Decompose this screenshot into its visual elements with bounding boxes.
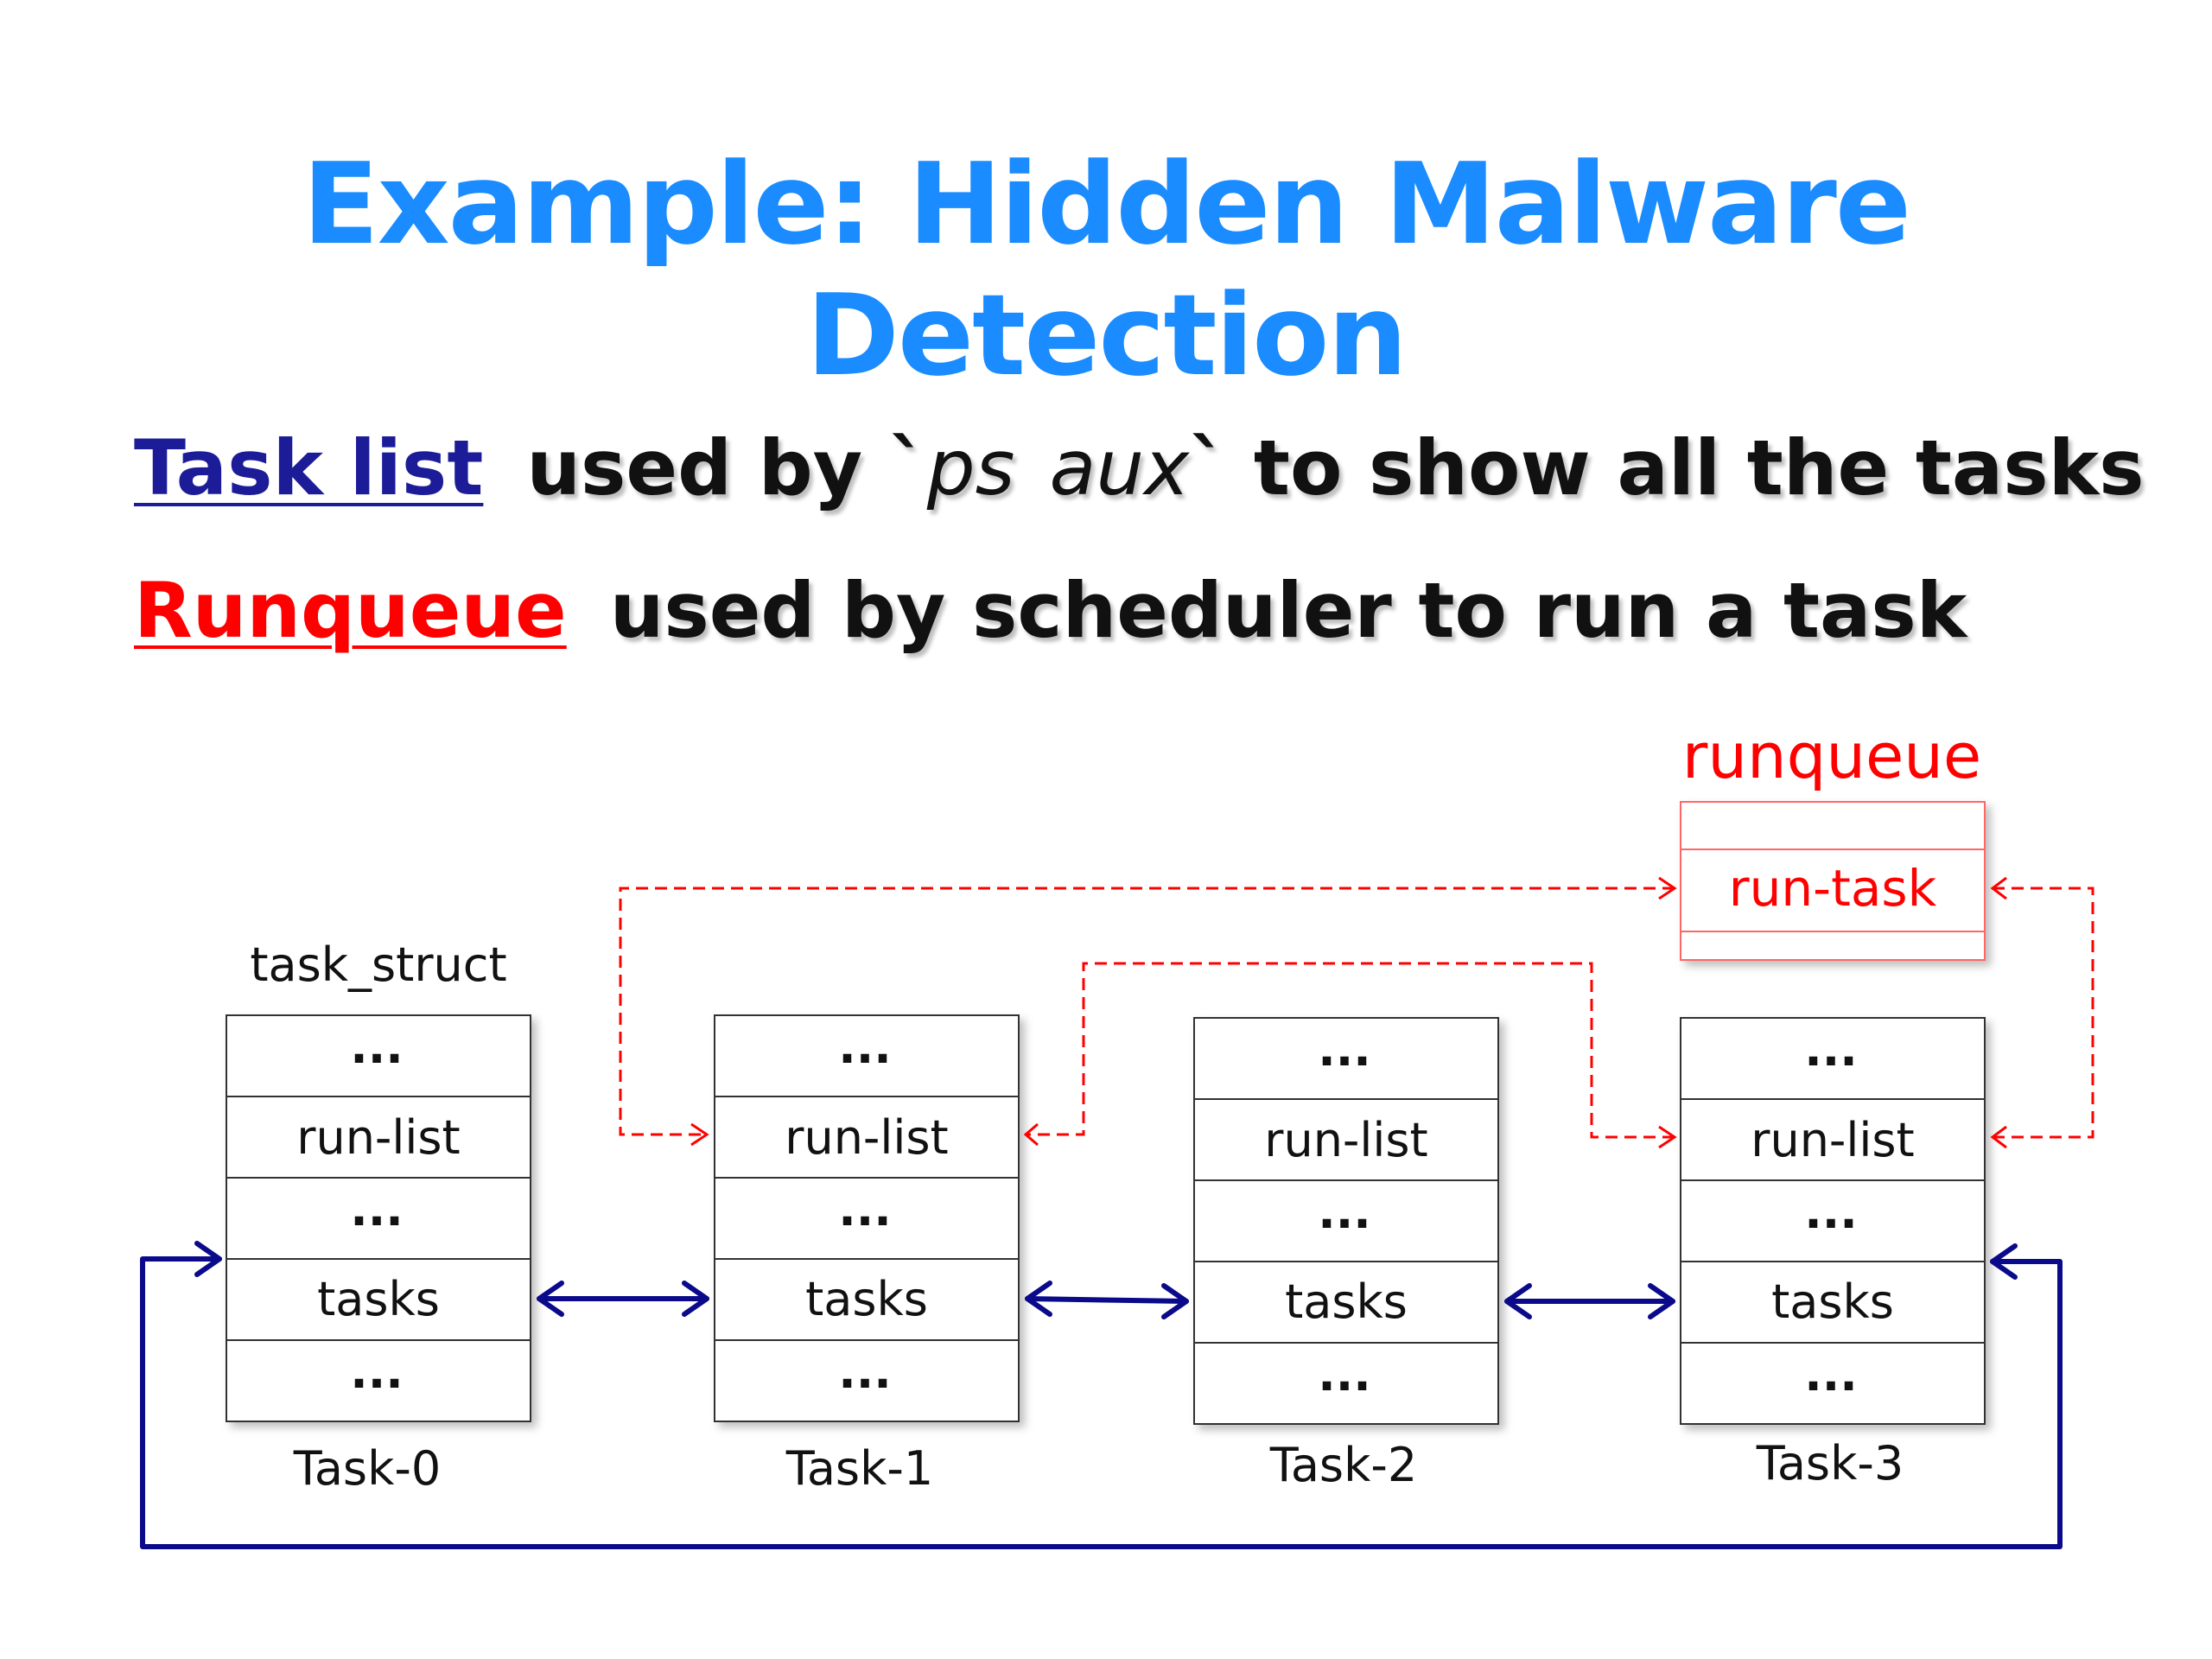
task0-field-2: ... — [350, 1182, 404, 1236]
task3-field-4: ... — [1804, 1347, 1858, 1402]
runqueue-entry: run-task — [1729, 859, 1937, 918]
cmd-aux: aux — [1049, 423, 1190, 512]
task1-field-tasks: tasks — [805, 1272, 928, 1326]
task-list-desc-post: ` to show all the tasks — [1189, 423, 2145, 512]
runqueue-line: Runqueue used by scheduler to run a task — [134, 566, 1967, 655]
task0-field-0: ... — [350, 1020, 404, 1074]
task3-field-tasks: tasks — [1771, 1274, 1894, 1329]
task-box-1 — [714, 1014, 1020, 1422]
task2-field-0: ... — [1318, 1022, 1371, 1077]
tasks-wraparound-link — [140, 1241, 2063, 1549]
task2-field-2: ... — [1318, 1185, 1371, 1239]
task2-name: Task-2 — [1269, 1438, 1417, 1492]
task3-field-2: ... — [1804, 1185, 1858, 1239]
task1-field-runlist: run-list — [785, 1110, 948, 1165]
tasks-link-2-3 — [1504, 1283, 1675, 1319]
task0-field-tasks: tasks — [317, 1272, 440, 1326]
slide-title: Example: Hidden Malware Detection — [302, 138, 1911, 401]
tasks-link-0-1 — [537, 1281, 709, 1317]
task2-field-4: ... — [1318, 1347, 1371, 1402]
cmd-ps: ps — [926, 423, 1015, 512]
runqueue-box — [1680, 801, 1986, 961]
runqueue-link-task3-to-runtask — [1993, 887, 2094, 1139]
task-box-3 — [1680, 1017, 1986, 1425]
runqueue-keyword: Runqueue — [134, 566, 567, 655]
runqueue-title: runqueue — [1682, 720, 1981, 792]
task0-field-4: ... — [350, 1344, 404, 1399]
task0-field-runlist: run-list — [296, 1110, 460, 1165]
runqueue-desc: used by scheduler to run a task — [609, 566, 1967, 655]
task1-field-4: ... — [838, 1344, 892, 1399]
tasks-link-1-2 — [1025, 1281, 1189, 1319]
task0-name: Task-0 — [293, 1441, 441, 1496]
task2-field-runlist: run-list — [1264, 1113, 1427, 1167]
task3-field-runlist: run-list — [1751, 1113, 1914, 1167]
task-box-2 — [1193, 1017, 1499, 1425]
task1-field-2: ... — [838, 1182, 892, 1236]
task1-field-0: ... — [838, 1020, 892, 1074]
task-list-keyword: Task list — [134, 423, 484, 512]
task1-name: Task-1 — [785, 1441, 933, 1496]
task-list-desc-pre: used by ` — [526, 423, 927, 512]
task2-field-tasks: tasks — [1285, 1274, 1408, 1329]
task3-name: Task-3 — [1756, 1436, 1904, 1491]
runqueue-link-task3-to-task1 — [1026, 962, 1675, 1139]
task-box-0 — [226, 1014, 531, 1422]
task-struct-label: task_struct — [250, 938, 506, 992]
task3-field-0: ... — [1804, 1022, 1858, 1077]
